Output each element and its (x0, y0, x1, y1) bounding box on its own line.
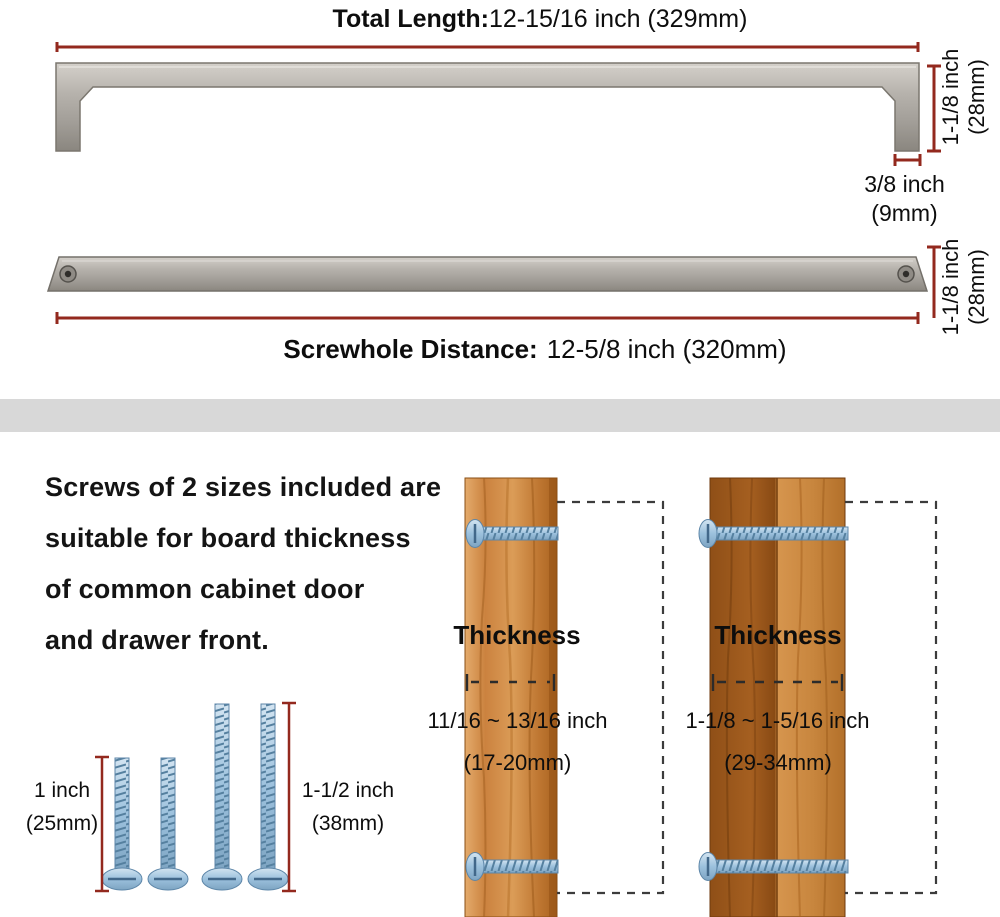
thin-board-thickness-marks (465, 674, 556, 691)
short-screw-mm: (25mm) (25, 812, 99, 835)
short-screw-inch: 1 inch (33, 779, 91, 802)
thick-board-bottom-screw (698, 852, 849, 881)
short-screw-dimension-line (95, 755, 109, 893)
screwhole-distance-label: Screwhole Distance: (283, 334, 538, 364)
side-height-dimension-line (927, 245, 941, 318)
screwhole-distance-value: 12-5/8 inch (320mm) (546, 334, 787, 364)
thin-wood-board (464, 477, 558, 917)
thick-wood-board (709, 477, 846, 917)
short-screw-label: 1 inch (25mm) (24, 774, 100, 840)
foot-width-marker (893, 154, 922, 166)
front-height-inch: 1-1/8 inch (938, 48, 963, 146)
handle-front-view (55, 62, 920, 152)
description-line: and drawer front. (45, 625, 269, 655)
total-length-title: Total Length:12-15/16 inch (329mm) (80, 5, 1000, 34)
screwhole-distance-title: Screwhole Distance: 12-5/8 inch (320mm) (70, 334, 1000, 365)
thick-board-range-mm: (29-34mm) (724, 750, 832, 775)
section-divider (0, 399, 1000, 432)
front-height-mm: (28mm) (964, 59, 989, 135)
long-screw-label: 1-1/2 inch (38mm) (296, 774, 400, 840)
front-height-dimension-line (927, 64, 941, 153)
thin-board-range-mm: (17-20mm) (463, 750, 572, 775)
thick-board-range-inch: 1-1/8 ~ 1-5/16 inch (685, 708, 870, 733)
total-length-dimension-line (55, 42, 920, 52)
thin-board-range-inch: 11/16 ~ 13/16 inch (427, 708, 608, 733)
thin-board-top-screw (465, 519, 559, 548)
thick-board-thickness-marks (711, 674, 844, 691)
total-length-value: 12-15/16 inch (329mm) (488, 5, 748, 33)
long-screw-mm: (38mm) (311, 812, 385, 835)
thick-board-handle-outline (845, 500, 938, 895)
description-line: of common cabinet door (45, 574, 365, 604)
thin-board-handle-outline (557, 500, 665, 895)
foot-width-inch: 3/8 inch (864, 171, 945, 197)
description-line: suitable for board thickness (45, 523, 411, 553)
side-height-inch: 1-1/8 inch (938, 238, 963, 336)
description-line: Screws of 2 sizes included are (45, 472, 442, 502)
foot-width-label: 3/8 inch (9mm) (852, 170, 957, 228)
handle-side-view (46, 256, 929, 292)
screws-illustration (101, 703, 289, 891)
thin-board-bottom-screw (465, 852, 559, 881)
description-text: Screws of 2 sizes included are suitable … (45, 462, 441, 666)
thick-board-thickness-label: Thickness (714, 620, 842, 650)
screwhole-distance-line (55, 312, 920, 324)
long-screw-inch: 1-1/2 inch (301, 779, 395, 802)
side-height-mm: (28mm) (964, 249, 989, 325)
thick-board-top-screw (698, 519, 849, 548)
total-length-label: Total Length: (332, 5, 489, 33)
thin-board-thickness-label: Thickness (453, 620, 581, 650)
foot-width-mm: (9mm) (871, 200, 938, 226)
long-screw-dimension-line (282, 701, 296, 893)
